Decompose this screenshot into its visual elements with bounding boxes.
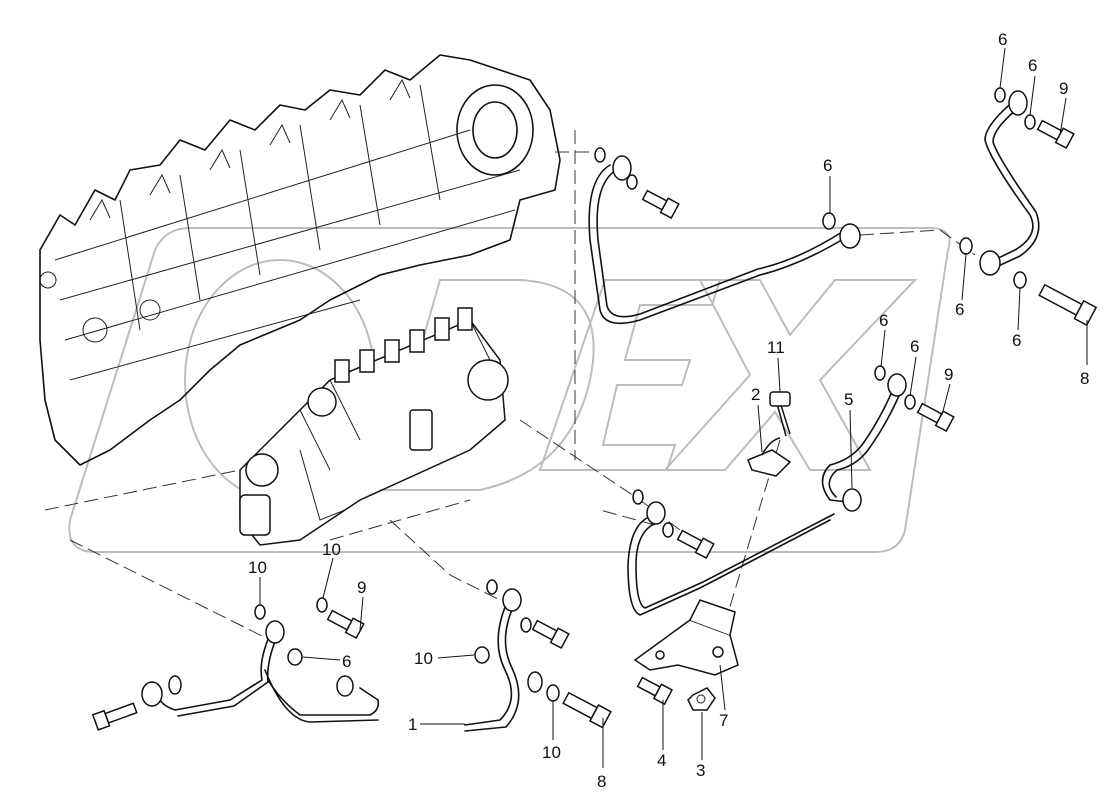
banjo-fittings [141,90,1028,707]
leader-lines [259,47,1088,768]
callout-10: 10 [414,649,433,668]
callout-6: 6 [342,652,351,671]
callout-4: 4 [657,751,666,770]
callout-8: 8 [1080,369,1089,388]
callout-6: 6 [998,30,1007,49]
callout-6: 6 [1028,56,1037,75]
watermark [68,227,951,553]
callout-5: 5 [844,390,853,409]
callout-6: 6 [879,311,888,330]
callout-2: 2 [751,385,760,404]
callout-7: 7 [719,711,728,730]
callout-6: 6 [955,300,964,319]
callout-labels: 6 6 9 6 6 6 8 6 6 9 11 2 5 10 10 9 6 10 … [248,30,1089,791]
callout-1: 1 [408,715,417,734]
callout-6: 6 [823,156,832,175]
callout-10: 10 [322,540,341,559]
callout-6: 6 [910,337,919,356]
engine-block [39,54,561,466]
callout-11: 11 [767,338,785,357]
clamp-and-bracket [633,391,792,711]
callout-9: 9 [944,365,953,384]
copper-washers [168,87,1036,702]
callout-9: 9 [1059,79,1068,98]
callout-8: 8 [597,772,606,791]
callout-10: 10 [248,558,267,577]
callout-3: 3 [696,761,705,780]
callout-10: 10 [542,743,561,762]
banjo-bolts [91,119,1098,731]
fuel-pipes [157,99,1040,732]
callout-6: 6 [1012,331,1021,350]
injection-pump [239,307,509,546]
callout-9: 9 [357,578,366,597]
